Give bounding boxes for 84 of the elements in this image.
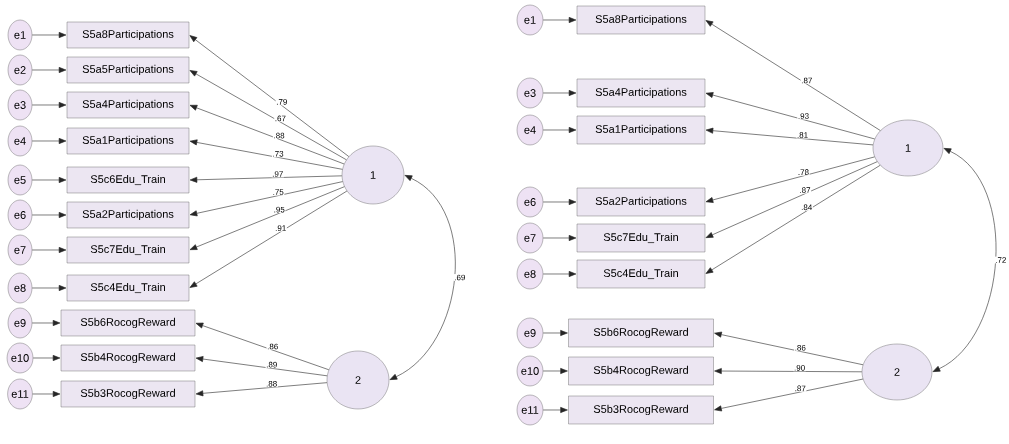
arrow bbox=[542, 90, 577, 96]
loading-arrow bbox=[189, 139, 343, 170]
variable-box: S5b6RocogReward bbox=[568, 318, 714, 348]
loading-arrow bbox=[189, 190, 348, 288]
variable-box: S5b3RocogReward bbox=[568, 395, 714, 425]
variable-box: S5c4Edu_Train bbox=[66, 274, 190, 302]
variable-box: S5a2Participations bbox=[66, 201, 190, 229]
loading-arrow bbox=[705, 165, 881, 274]
covariance-arrow bbox=[389, 175, 456, 380]
arrow bbox=[542, 271, 577, 277]
loading-arrow bbox=[189, 35, 350, 157]
variable-box: S5c7Edu_Train bbox=[576, 223, 706, 253]
loading-arrow bbox=[189, 186, 345, 250]
arrow bbox=[31, 177, 67, 183]
arrow bbox=[542, 199, 577, 205]
edge-label: .90 bbox=[793, 364, 806, 372]
variable-box: S5c7Edu_Train bbox=[66, 236, 190, 264]
edge-label: .89 bbox=[265, 361, 278, 369]
arrow bbox=[542, 17, 577, 23]
edge-label: .95 bbox=[273, 206, 286, 214]
loading-arrow bbox=[705, 92, 875, 140]
arrow bbox=[31, 32, 67, 38]
loading-arrow bbox=[189, 70, 347, 161]
loading-arrow bbox=[705, 161, 878, 238]
edge-label: .67 bbox=[274, 115, 287, 122]
arrow bbox=[32, 355, 61, 361]
arrow bbox=[31, 247, 67, 253]
arrow bbox=[542, 330, 568, 336]
variable-box: S5a1Participations bbox=[66, 127, 190, 155]
arrow bbox=[31, 67, 67, 73]
edge-label: .91 bbox=[274, 224, 287, 232]
variable-box: S5c6Edu_Train bbox=[66, 166, 190, 194]
arrow bbox=[31, 138, 67, 144]
variable-box: S5b4RocogReward bbox=[568, 356, 714, 386]
loading-arrow bbox=[714, 331, 864, 366]
edge-label: .86 bbox=[794, 344, 807, 352]
arrow bbox=[31, 212, 67, 218]
loading-arrow bbox=[195, 382, 328, 397]
loading-arrow bbox=[714, 368, 863, 374]
variable-box: S5a5Participations bbox=[66, 56, 190, 84]
edge-label: .87 bbox=[794, 385, 807, 392]
edge-label: .79 bbox=[275, 98, 288, 106]
arrow bbox=[31, 102, 67, 108]
loading-arrow bbox=[189, 181, 343, 217]
variable-box: S5b6RocogReward bbox=[60, 309, 196, 337]
edge-label: .73 bbox=[271, 150, 285, 158]
loading-arrow bbox=[705, 20, 881, 131]
edge-label: .72 bbox=[994, 256, 1007, 264]
loading-arrow bbox=[705, 156, 875, 203]
variable-box: S5a8Participations bbox=[66, 21, 190, 49]
loading-arrow bbox=[705, 127, 874, 146]
edge-label: .97 bbox=[271, 170, 284, 178]
covariance-arrow bbox=[932, 148, 997, 372]
edge-label: .69 bbox=[453, 274, 466, 281]
edge-label: .88 bbox=[265, 380, 278, 388]
variable-box: S5c4Edu_Train bbox=[576, 259, 706, 289]
variable-box: S5b3RocogReward bbox=[60, 380, 196, 408]
edge-label: .81 bbox=[796, 131, 809, 139]
arrow bbox=[542, 407, 568, 413]
variable-box: S5a8Participations bbox=[576, 5, 706, 35]
edge-label: .78 bbox=[797, 168, 810, 176]
variable-box: S5a1Participations bbox=[576, 115, 706, 145]
loading-arrow bbox=[189, 104, 345, 165]
variable-box: S5a2Participations bbox=[576, 187, 706, 217]
variable-box: S5a4Participations bbox=[66, 91, 190, 119]
edge-label: .86 bbox=[266, 343, 279, 350]
arrow bbox=[542, 235, 577, 241]
loading-arrow bbox=[195, 322, 330, 371]
arrow bbox=[31, 285, 67, 291]
loading-arrow bbox=[714, 378, 864, 412]
edge-label: .87 bbox=[800, 77, 813, 84]
arrow bbox=[32, 391, 61, 397]
arrow bbox=[31, 320, 61, 326]
variable-box: S5b4RocogReward bbox=[60, 344, 196, 372]
edge-label: .84 bbox=[800, 203, 813, 211]
edge-label: .87 bbox=[798, 186, 812, 194]
loading-arrow bbox=[189, 175, 343, 183]
variable-box: S5a4Participations bbox=[576, 78, 706, 108]
loading-arrow bbox=[195, 356, 328, 377]
arrow bbox=[542, 368, 568, 374]
edge-label: .88 bbox=[272, 132, 286, 139]
edge-label: .75 bbox=[272, 188, 285, 196]
arrow bbox=[542, 127, 577, 133]
edge-label: .93 bbox=[797, 112, 810, 120]
